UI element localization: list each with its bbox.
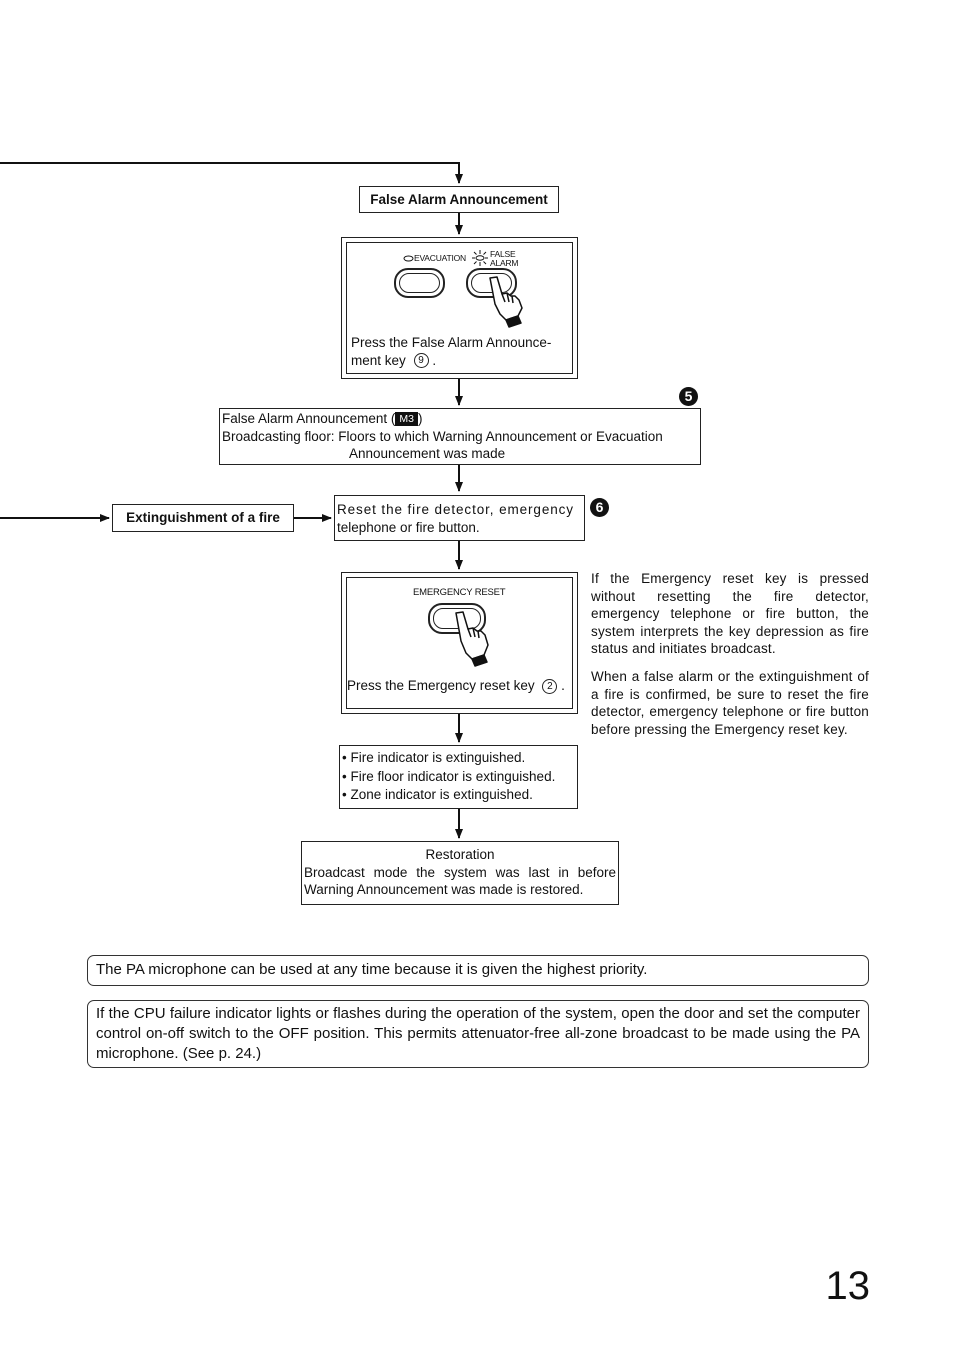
reset-instruction-box: Reset the fire detector, emergency telep…	[334, 495, 585, 541]
restoration-title: Restoration	[425, 847, 495, 862]
emergency-reset-panel	[341, 572, 578, 714]
step-5-badge: 5	[679, 387, 698, 406]
false-alarm-key-panel	[341, 237, 578, 379]
emergency-caption-text: Press the Emergency reset key	[347, 678, 535, 693]
false-alarm-announcement-box: False Alarm Announcement (M3) Broadcasti…	[219, 408, 701, 465]
mode-m3-badge: M3	[395, 412, 418, 427]
caption-line2: ment key	[351, 352, 406, 368]
pa-priority-note: The PA microphone can be used at any tim…	[87, 955, 869, 986]
indicator-item: • Zone indicator is extinguished.	[342, 787, 533, 802]
restoration-line1: Broadcast mode the system was last in be…	[304, 864, 616, 880]
key-number-badge: 2	[542, 678, 558, 694]
extinguishment-box: Extinguishment of a fire	[112, 504, 294, 532]
page-number: 13	[825, 1264, 871, 1308]
false-alarm-header-box: False Alarm Announcement	[359, 186, 559, 213]
caption-line2-wrap: ment key 9 .	[351, 352, 573, 370]
caption-end: .	[561, 678, 565, 693]
extinguishment-label: Extinguishment of a fire	[126, 510, 280, 525]
false-alarm-label-line1: FALSE	[490, 249, 516, 259]
evacuation-label: EVACUATION	[414, 253, 466, 263]
panel-inner-frame	[346, 577, 573, 709]
announcement-suffix: )	[417, 411, 423, 426]
false-alarm-panel-caption: Press the False Alarm Announce- ment key…	[351, 334, 573, 369]
emergency-reset-label: EMERGENCY RESET	[413, 587, 506, 598]
evacuation-led-icon	[403, 255, 414, 262]
restoration-line2: Warning Announcement was made is restore…	[304, 882, 584, 897]
pressing-hand-icon	[455, 611, 489, 667]
emergency-reset-caption: Press the Emergency reset key 2 .	[347, 677, 577, 695]
indicator-item: • Fire floor indicator is extinguished.	[342, 768, 556, 784]
side-note-1: If the Emergency reset key is pressed wi…	[591, 571, 869, 656]
panel-inner-frame	[346, 242, 573, 374]
restoration-box: Restoration Broadcast mode the system wa…	[301, 841, 619, 905]
announcement-prefix: False Alarm Announcement (	[222, 411, 396, 426]
false-alarm-label-line2: ALARM	[490, 258, 519, 268]
announcement-line1: False Alarm Announcement (M3)	[222, 410, 698, 428]
indicators-box: • Fire indicator is extinguished. • Fire…	[339, 745, 578, 809]
step-6-badge: 6	[590, 498, 609, 517]
announcement-line2: Broadcasting floor: Floors to which Warn…	[222, 428, 663, 444]
reset-line2: telephone or fire button.	[337, 519, 480, 535]
false-alarm-header-label: False Alarm Announcement	[370, 192, 548, 207]
key-number-badge: 9	[413, 353, 429, 369]
caption-line1: Press the False Alarm Announce-	[351, 335, 552, 350]
evacuation-key[interactable]	[394, 268, 445, 298]
flashing-led-icon	[472, 250, 488, 266]
side-note-2: When a false alarm or the extinguishment…	[591, 669, 869, 737]
pressing-hand-icon	[489, 276, 523, 328]
emergency-reset-key[interactable]	[428, 603, 486, 634]
indicator-item: • Fire indicator is extinguished.	[342, 750, 526, 765]
caption-end: .	[432, 352, 437, 368]
announcement-line3: Announcement was made	[349, 446, 506, 461]
cpu-failure-note: If the CPU failure indicator lights or f…	[87, 1000, 869, 1068]
reset-line1: Reset the fire detector, emergency	[337, 502, 574, 517]
